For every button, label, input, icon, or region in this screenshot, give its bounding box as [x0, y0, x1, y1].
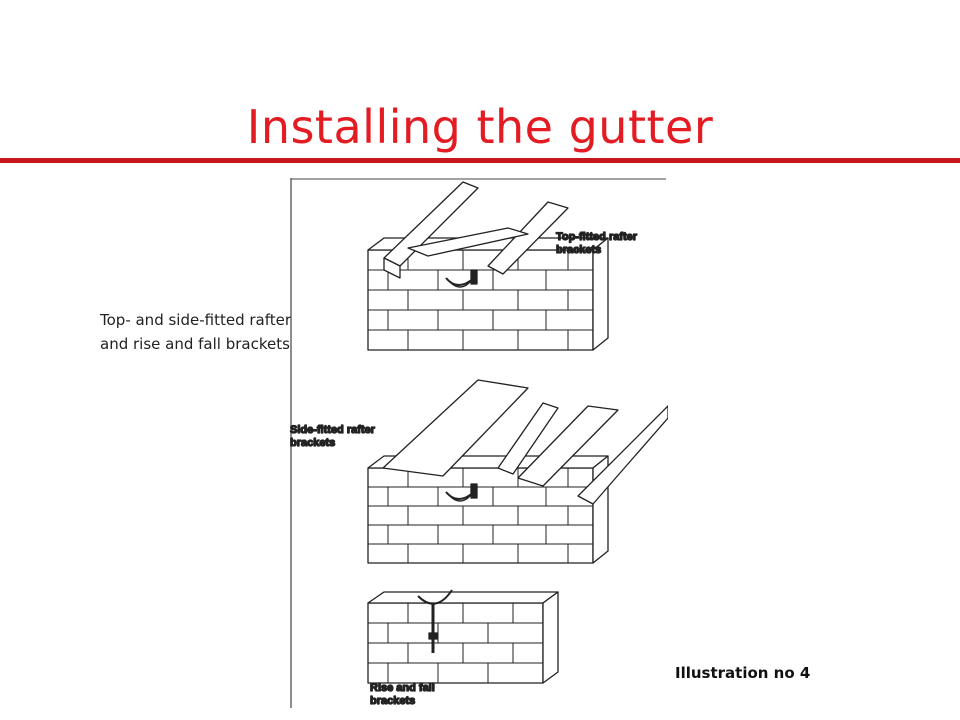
figure-caption: Top- and side-fitted rafter and rise and… — [100, 311, 292, 353]
side-fitted-label-2: brackets — [290, 437, 335, 449]
rise-fall-label-2: brackets — [370, 695, 415, 707]
rise-fall-diagram: Rise and fall brackets — [367, 589, 559, 708]
top-fitted-label-1: Top-fitted rafter — [556, 231, 638, 243]
title-underline — [0, 158, 960, 163]
slide-title: Installing the gutter — [246, 100, 714, 154]
side-fitted-diagram: Side-fitted rafter brackets — [289, 379, 668, 564]
gutter-bracket-illustration: Top-fitted rafter brackets Side-fitted — [289, 178, 668, 708]
illustration-number: Illustration no 4 — [675, 664, 811, 682]
top-fitted-label-2: brackets — [556, 244, 601, 256]
top-fitted-diagram: Top-fitted rafter brackets — [367, 181, 638, 351]
side-fitted-label-1: Side-fitted rafter — [290, 424, 376, 436]
rise-fall-label-1: Rise and fall — [370, 682, 435, 694]
